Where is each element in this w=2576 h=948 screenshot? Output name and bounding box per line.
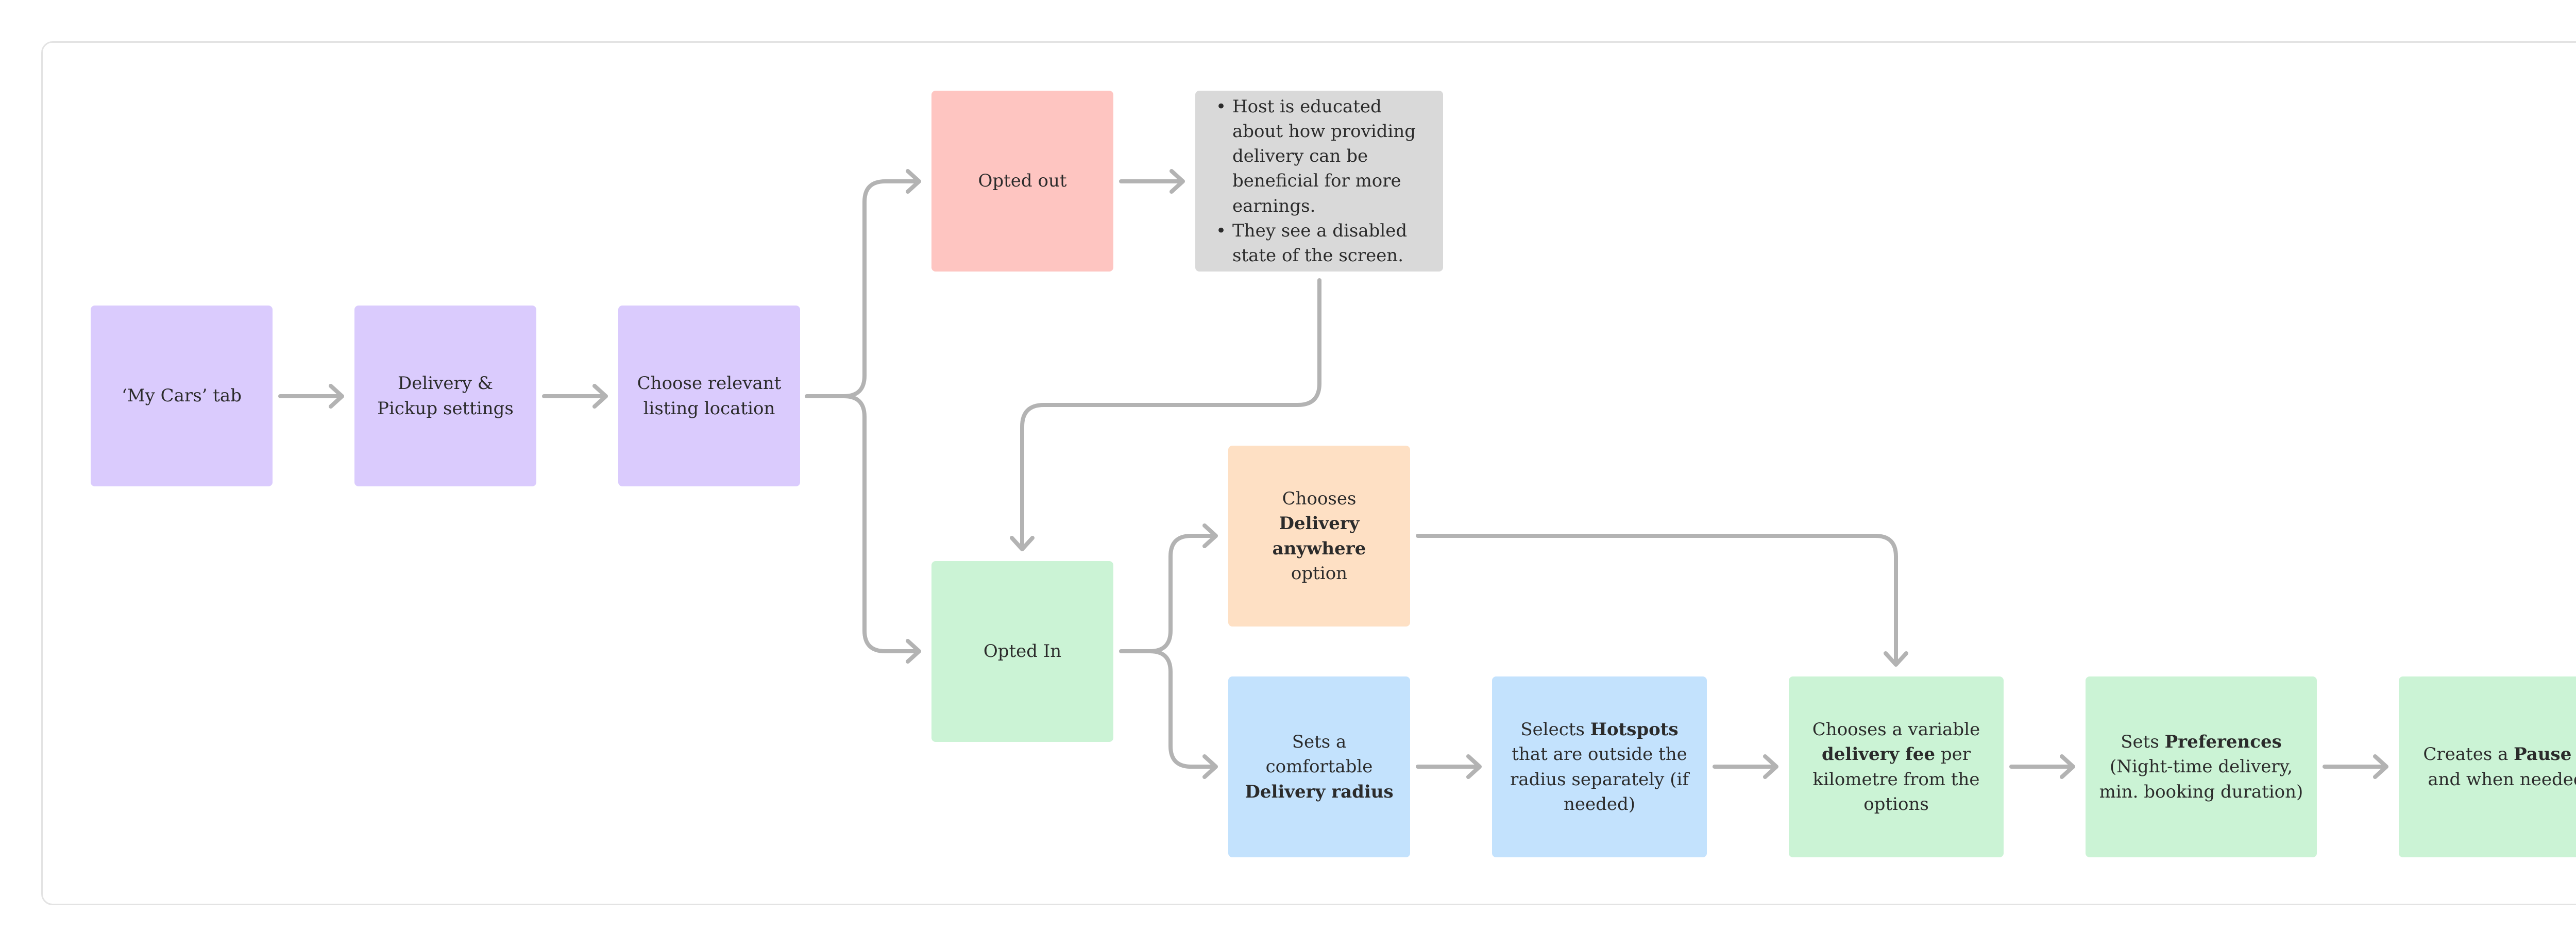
node-label-emphasis: Delivery radius <box>1245 781 1394 802</box>
arrow-anywhere-to-fee <box>1416 534 1908 667</box>
arrow-location-to-optin <box>842 394 921 664</box>
arrow-mycars-to-delivery <box>278 384 344 409</box>
node-pause: Creates a Pause if and when needed <box>2399 676 2576 857</box>
node-label-emphasis: delivery fee <box>1822 744 1936 765</box>
node-preferences: Sets Preferences (Night-time delivery, m… <box>2086 676 2317 857</box>
node-host-educated-info: Host is educated about how providing del… <box>1195 91 1443 272</box>
node-my-cars-tab: ‘My Cars’ tab <box>91 306 273 486</box>
arrow-radius-to-hotspots <box>1416 754 1482 779</box>
node-label: Sets a comfortable Delivery radius <box>1245 732 1394 802</box>
node-label-emphasis: Hotspots <box>1590 719 1679 740</box>
node-label: Opted out <box>978 171 1067 192</box>
node-delivery-pickup-settings: Delivery & Pickup settings <box>354 306 536 486</box>
arrow-location-to-optout <box>805 169 921 398</box>
node-label: Delivery & Pickup settings <box>377 373 514 419</box>
node-label: Opted In <box>983 641 1062 662</box>
node-label: ‘My Cars’ tab <box>122 385 242 407</box>
arrow-optin-to-radius <box>1148 649 1218 779</box>
node-label: Creates a Pause if and when needed <box>2423 744 2576 790</box>
arrow-info-to-optin <box>1010 278 1321 551</box>
node-delivery-radius: Sets a comfortable Delivery radius <box>1228 676 1410 857</box>
node-label-emphasis: Pause <box>2514 744 2572 765</box>
arrow-fee-to-prefs <box>2009 754 2075 779</box>
node-hotspots: Selects Hotspots that are outside the ra… <box>1492 676 1707 857</box>
node-label: Sets Preferences (Night-time delivery, m… <box>2099 732 2303 802</box>
node-opted-out: Opted out <box>931 91 1113 272</box>
node-label-emphasis: Preferences <box>2164 732 2282 753</box>
node-label: Selects Hotspots that are outside the ra… <box>1510 719 1689 815</box>
arrow-prefs-to-pause <box>2323 754 2388 779</box>
node-label: Choose relevant listing location <box>637 373 782 419</box>
node-opted-in: Opted In <box>931 561 1113 742</box>
node-delivery-anywhere: Chooses Delivery anywhere option <box>1228 446 1410 627</box>
node-label-emphasis: Delivery anywhere <box>1272 513 1366 559</box>
arrow-hotspots-to-fee <box>1713 754 1778 779</box>
info-bullet: They see a disabled state of the screen. <box>1216 218 1426 268</box>
info-bullet-list: Host is educated about how providing del… <box>1216 94 1426 268</box>
node-label: Chooses Delivery anywhere option <box>1272 488 1366 584</box>
arrow-optin-to-anywhere <box>1119 523 1218 653</box>
node-delivery-fee: Chooses a variable delivery fee per kilo… <box>1789 676 2004 857</box>
node-label: Chooses a variable delivery fee per kilo… <box>1812 719 1980 815</box>
arrow-delivery-to-location <box>542 384 608 409</box>
node-choose-listing-location: Choose relevant listing location <box>618 306 800 486</box>
info-bullet: Host is educated about how providing del… <box>1216 94 1426 218</box>
arrow-optout-to-info <box>1119 169 1185 194</box>
